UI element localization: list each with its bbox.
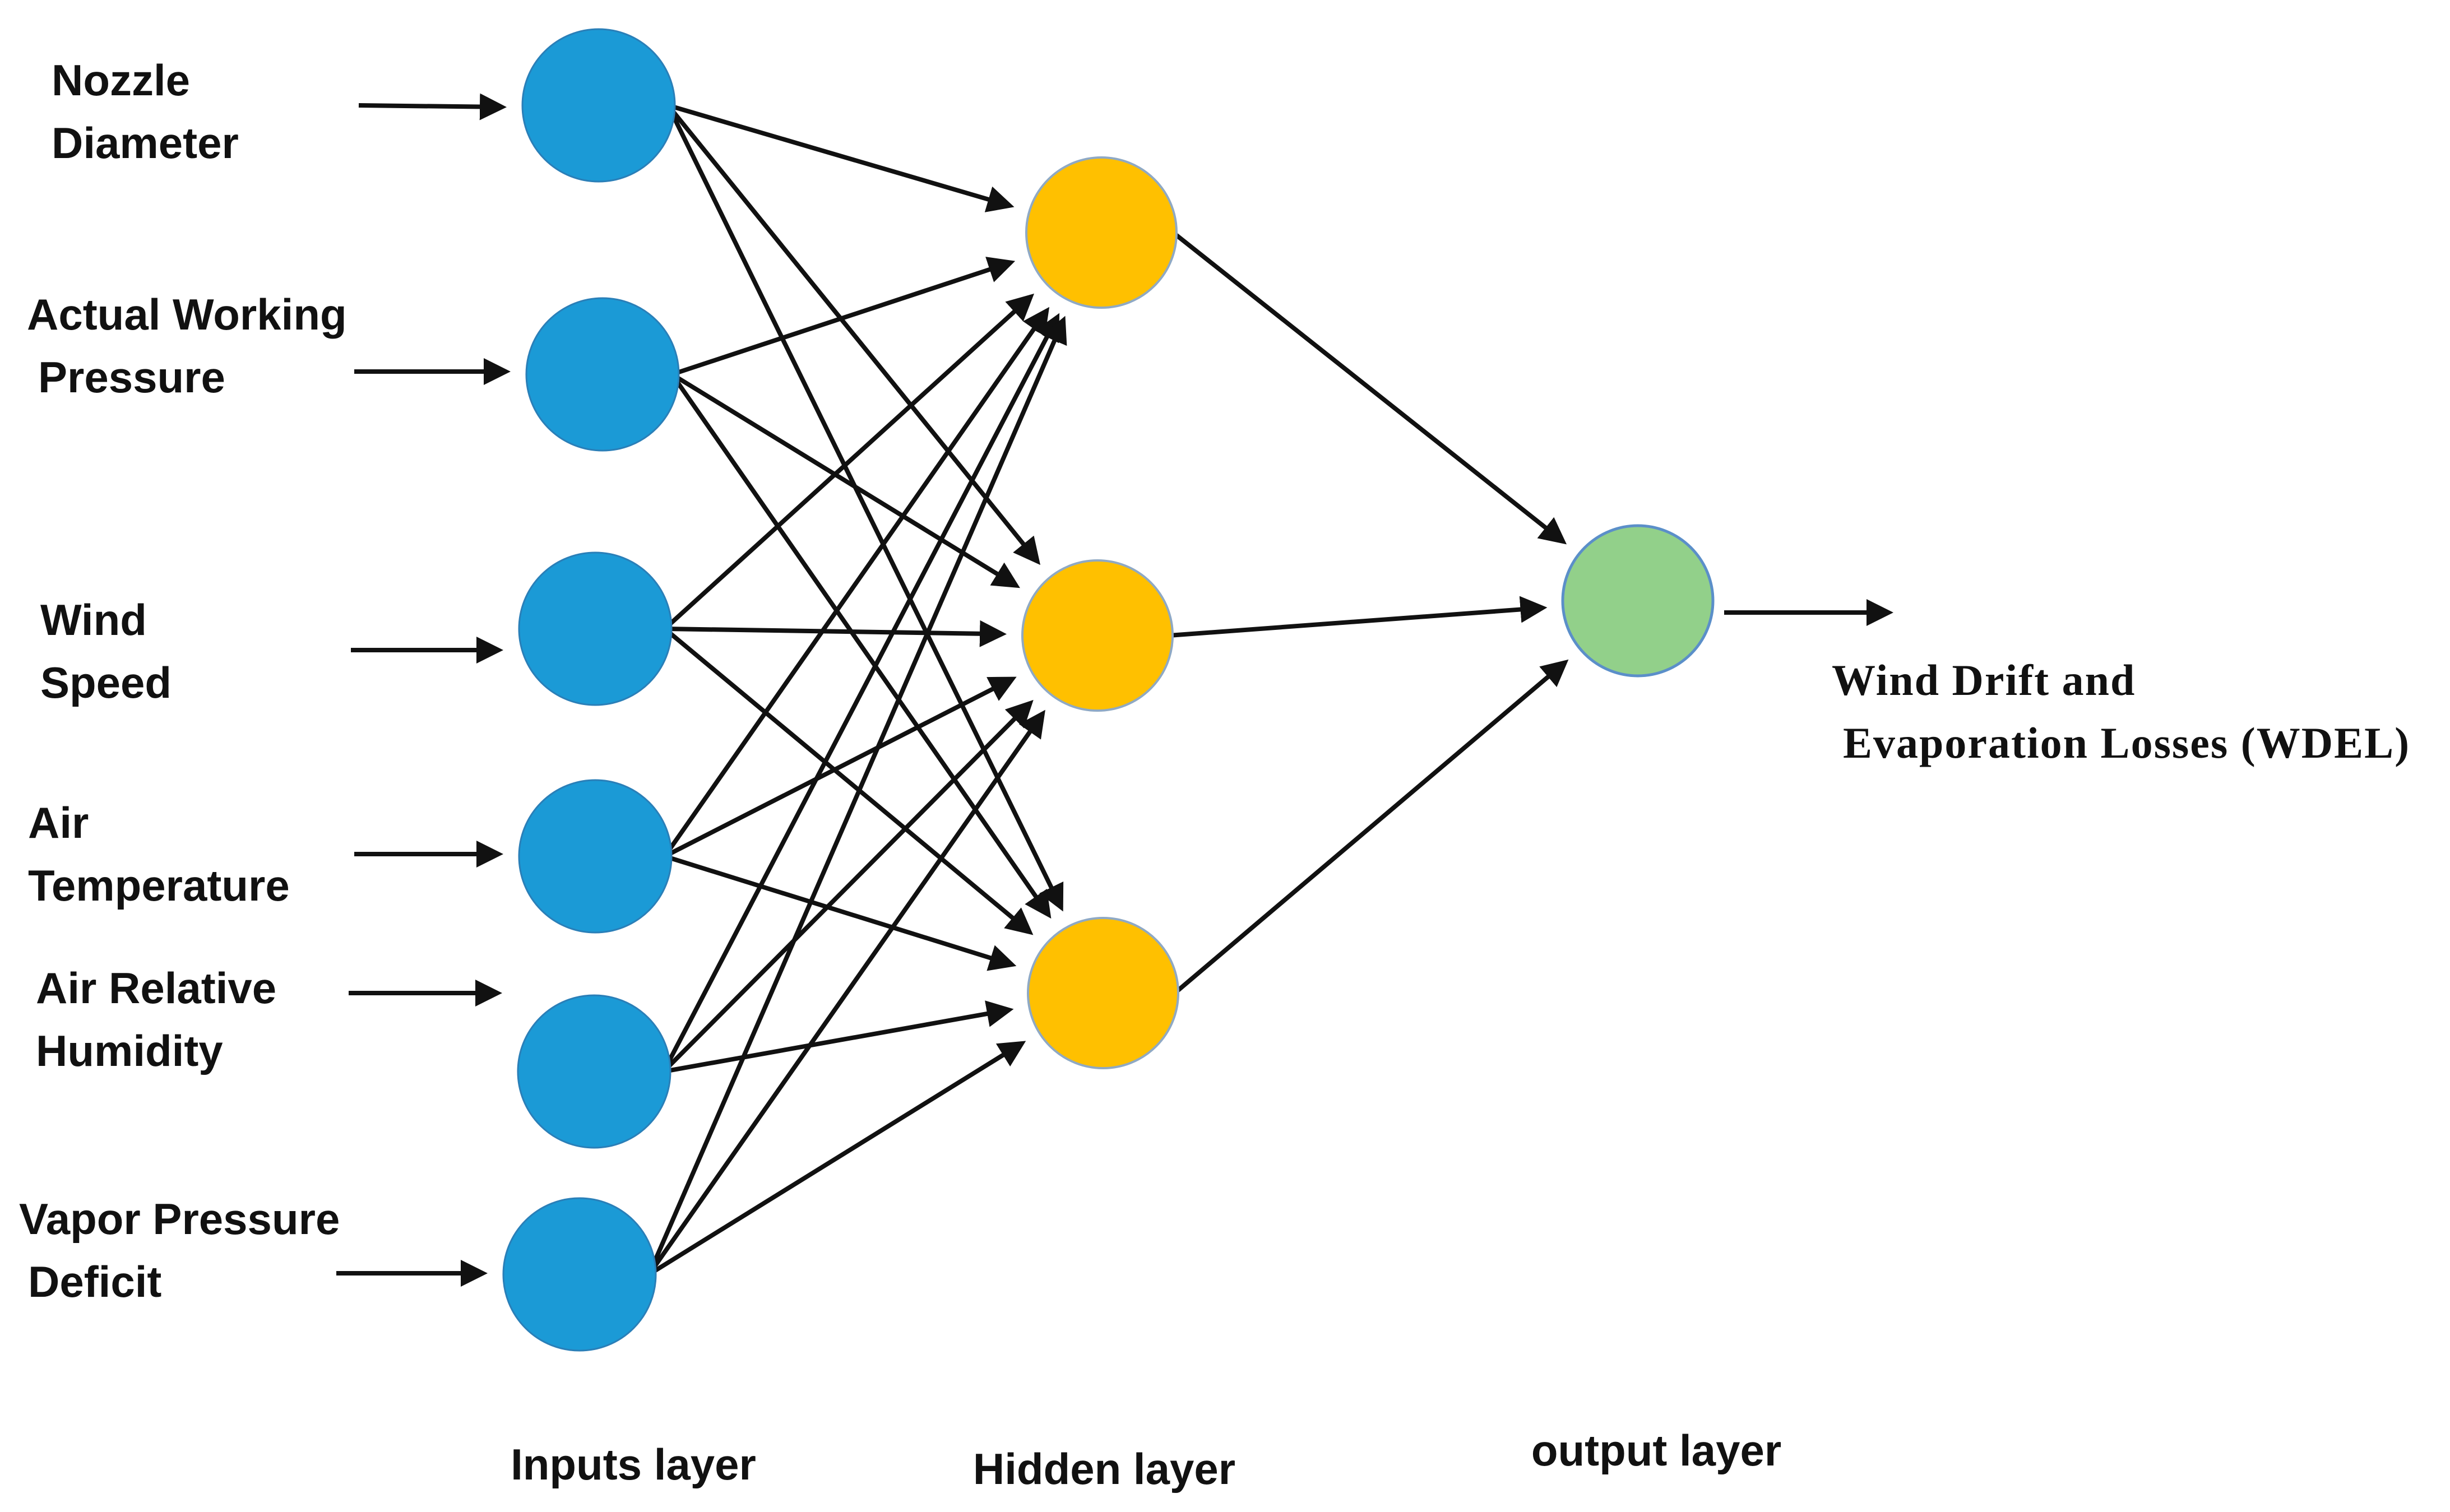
edge-input-6-hidden-3 xyxy=(647,1041,1026,1277)
input-label-air-temperature: Air Temperature xyxy=(28,798,290,910)
input-node-6 xyxy=(502,1197,657,1352)
input-label-line: Air Relative xyxy=(36,963,276,1013)
hidden-node-2 xyxy=(1021,559,1174,712)
output-label-line: Evaporation Losses (WDEL) xyxy=(1843,718,2410,767)
input-label-vapor-pressure-deficit: Vapor Pressure Deficit xyxy=(19,1194,352,1306)
input-label-line: Pressure xyxy=(38,353,225,402)
hidden-node-1 xyxy=(1025,156,1178,309)
edge-input-1-hidden-3 xyxy=(666,104,1064,912)
input-node-1 xyxy=(521,28,676,183)
input-label-line: Air xyxy=(28,798,89,847)
input-label-line: Speed xyxy=(40,658,172,707)
input-labels: Nozzle Diameter Actual Working Pressure … xyxy=(19,55,359,1306)
edge-input-3-hidden-2 xyxy=(664,620,1007,647)
output-label: Wind Drift and Evaporation Losses (WDEL) xyxy=(1832,656,2410,767)
edge-input-2-hidden-1 xyxy=(671,257,1016,377)
input-label-line: Wind xyxy=(40,595,147,644)
input-label-line: Actual Working xyxy=(27,290,347,339)
edge-input-2-hidden-3 xyxy=(670,373,1052,919)
input-label-line: Deficit xyxy=(28,1257,161,1306)
input-label-line: Diameter xyxy=(52,118,239,168)
input-label-wind-speed: Wind Speed xyxy=(40,595,172,707)
input-label-line: Temperature xyxy=(28,861,290,910)
input-label-actual-working-pressure: Actual Working Pressure xyxy=(27,290,359,402)
edge-input-6-hidden-2 xyxy=(647,709,1045,1276)
edge-input-1-hidden-2 xyxy=(666,104,1041,565)
input-label-air-relative-humidity: Air Relative Humidity xyxy=(36,963,289,1075)
edge-input-6-hidden-1 xyxy=(647,316,1067,1276)
output-node xyxy=(1561,524,1715,678)
input-label-line: Vapor Pressure xyxy=(19,1194,340,1244)
edge-input-4-hidden-1 xyxy=(663,307,1050,858)
input-label-nozzle-diameter: Nozzle Diameter xyxy=(52,55,239,168)
edge-input-5-hidden-1 xyxy=(661,313,1060,1073)
edge-input-2-hidden-2 xyxy=(670,372,1020,588)
input-arrows xyxy=(336,93,511,1287)
output-label-line: Wind Drift and xyxy=(1832,656,2136,704)
edge-input-1-hidden-1 xyxy=(667,103,1015,212)
hidden-layer-caption: Hidden layer xyxy=(973,1444,1235,1494)
network-nodes xyxy=(502,28,1715,1352)
edge-input-4-hidden-2 xyxy=(664,676,1017,859)
edge-hidden-3-output xyxy=(1173,659,1569,995)
inputs-layer-caption: Inputs layer xyxy=(511,1440,756,1489)
hidden-node-3 xyxy=(1027,917,1179,1069)
edge-input-4-hidden-3 xyxy=(664,854,1017,971)
edge-hidden-1-output xyxy=(1171,230,1567,545)
input-label-line: Nozzle xyxy=(52,55,190,105)
input-arrow-1 xyxy=(358,93,507,120)
edge-hidden-2-output xyxy=(1169,596,1548,638)
input-node-4 xyxy=(518,779,673,934)
edge-input-5-hidden-2 xyxy=(662,699,1034,1073)
input-node-3 xyxy=(518,551,673,706)
edge-input-3-hidden-1 xyxy=(663,293,1035,630)
connection-edges xyxy=(647,103,1893,1277)
input-node-2 xyxy=(525,297,680,452)
input-label-line: Humidity xyxy=(36,1026,223,1075)
input-node-5 xyxy=(517,994,671,1149)
edge-input-5-hidden-3 xyxy=(663,1000,1014,1074)
edge-input-3-hidden-3 xyxy=(663,627,1034,935)
output-layer-caption: output layer xyxy=(1531,1426,1781,1475)
